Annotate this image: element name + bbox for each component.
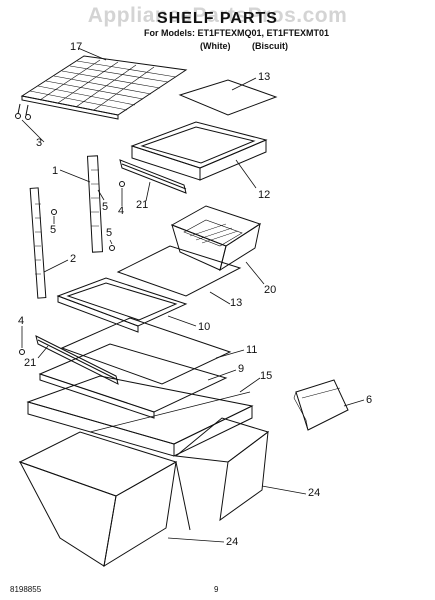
callout-5-right: 5: [106, 227, 113, 239]
crisper-frame: [26, 375, 254, 457]
callout-4-upper: 4: [118, 205, 125, 217]
callout-11: 11: [246, 344, 258, 356]
callout-24-front: 24: [226, 536, 239, 548]
callout-5-left: 5: [50, 224, 57, 236]
shelf-frame-middle: [56, 277, 188, 333]
callout-21-upper: 21: [136, 199, 149, 211]
callout-leaders: [21, 47, 365, 543]
callout-20: 20: [264, 284, 277, 296]
callout-2: 2: [70, 253, 77, 265]
variant-white: (White): [200, 41, 231, 51]
glass-panel-lower: [60, 317, 232, 385]
glass-panel-middle: [116, 245, 242, 297]
callout-17: 17: [70, 41, 83, 53]
callout-6: 6: [366, 394, 373, 406]
crisper-cover: [38, 343, 228, 419]
door-bin: [293, 379, 349, 431]
wire-shelf: [15, 55, 188, 120]
callout-13-lower: 13: [230, 297, 243, 309]
page-title: SHELF PARTS: [157, 10, 278, 27]
callout-13-upper: 13: [258, 71, 271, 83]
crisper-drawers: [18, 417, 270, 568]
callout-1: 1: [52, 165, 59, 177]
slide-rail-lower: [35, 335, 119, 385]
callout-3: 3: [36, 137, 43, 149]
variant-biscuit: (Biscuit): [252, 41, 288, 51]
document-number: 8198855: [10, 585, 42, 594]
model-numbers: For Models: ET1FTEXMQ01, ET1FTEXMT01: [144, 28, 330, 38]
callout-24-right: 24: [308, 487, 321, 499]
callout-4-lower: 4: [18, 315, 25, 327]
watermark: AppliancePartsPros.com: [87, 4, 348, 27]
callout-15: 15: [260, 370, 273, 382]
callout-5-upper: 5: [102, 201, 109, 213]
callout-9: 9: [238, 363, 245, 375]
page-number: 9: [214, 585, 219, 594]
glass-panel-top: [178, 79, 278, 116]
callout-12: 12: [258, 189, 271, 201]
screws: [19, 181, 125, 355]
callout-21-lower: 21: [24, 357, 37, 369]
shelf-frame-upper: [130, 121, 268, 181]
shelf-support-channels: [29, 155, 104, 299]
callout-10: 10: [198, 321, 211, 333]
slide-rail-upper: [119, 159, 187, 194]
